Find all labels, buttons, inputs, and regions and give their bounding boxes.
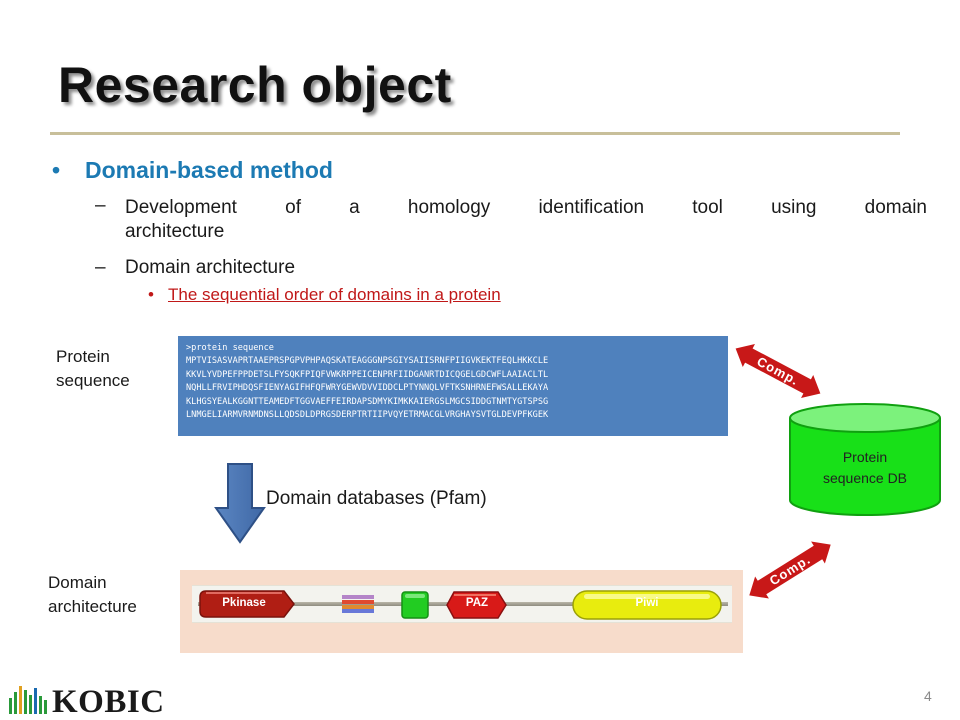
- page-number: 4: [924, 688, 932, 704]
- comp-label-bottom: Comp.: [767, 552, 813, 589]
- slide-title: Research object: [58, 57, 452, 113]
- protein-label-line2: sequence: [56, 371, 130, 390]
- sub-bullet-text: Domain architecture: [125, 257, 296, 278]
- sequence-line: NQHLLFRVIPHDQSFIENYAGIFHFQFWRYGEWVDVVIDD…: [186, 383, 549, 394]
- protein-db-line1: Protein: [842, 449, 888, 465]
- piwi-domain-shape: [572, 590, 722, 620]
- sub-bullet-text-line2: architecture: [125, 221, 225, 242]
- domain-label-line1: Domain: [48, 573, 107, 592]
- comp-arrow-bottom: Comp.: [749, 541, 831, 599]
- sub-sub-bullet-text: The sequential order of domains in a pro…: [168, 285, 501, 304]
- small-domain-marks: [342, 595, 374, 613]
- domain-label-piwi: Piwi: [635, 597, 659, 609]
- sub-bullet-text-line1: Development of a homology identification…: [125, 197, 927, 218]
- pkinase-domain-shape: [199, 590, 295, 618]
- kobic-logo-text: KOBIC: [52, 684, 165, 720]
- domain-label-pkinase: Pkinase: [222, 597, 266, 609]
- paz-domain-shape: [446, 591, 507, 619]
- title-divider: [50, 132, 900, 135]
- domain-architecture-label: Domain architecture: [48, 571, 137, 619]
- domain-label-line2: architecture: [48, 597, 137, 616]
- dash-marker: –: [95, 257, 106, 278]
- sequence-header: >protein sequence: [186, 343, 274, 353]
- sequence-line: LNMGELIARMVRNMDNSLLQDSDLDPRGSDERPTRTIIPV…: [186, 410, 549, 421]
- down-arrow-icon: [214, 463, 266, 544]
- bullet-text: Domain-based method: [85, 157, 333, 183]
- bullet-dot: •: [148, 285, 154, 304]
- sequence-line: MPTVISASVAPRTAAEPRSPGPVPHPAQSKATEAGGGNPS…: [186, 356, 549, 367]
- sequence-line: KLHGSYEALKGGNTTEAMEDFTGGVAEFFEIRDAPSDMYK…: [186, 396, 549, 407]
- green-domain-shape: [401, 591, 429, 619]
- protein-sequence-label: Protein sequence: [56, 345, 130, 393]
- protein-label-line1: Protein: [56, 347, 110, 366]
- protein-db-label: Protein sequence DB: [788, 447, 942, 489]
- protein-db-line2: sequence DB: [822, 470, 908, 486]
- domain-label-paz: PAZ: [465, 597, 489, 609]
- kobic-logo-icon: [9, 686, 47, 714]
- domain-databases-label: Domain databases (Pfam): [266, 488, 487, 509]
- dash-marker: –: [95, 195, 106, 216]
- database-cylinder-icon: [789, 403, 941, 516]
- comp-arrow-top: Comp.: [735, 344, 821, 398]
- sequence-line: KKVLYVDPEFPPDETSLFYSQKFPIQFVWKRPPEICENPR…: [186, 369, 549, 380]
- protein-sequence-box: >protein sequence MPTVISASVAPRTAAEPRSPGP…: [178, 336, 728, 436]
- bullet-dot: •: [52, 157, 61, 183]
